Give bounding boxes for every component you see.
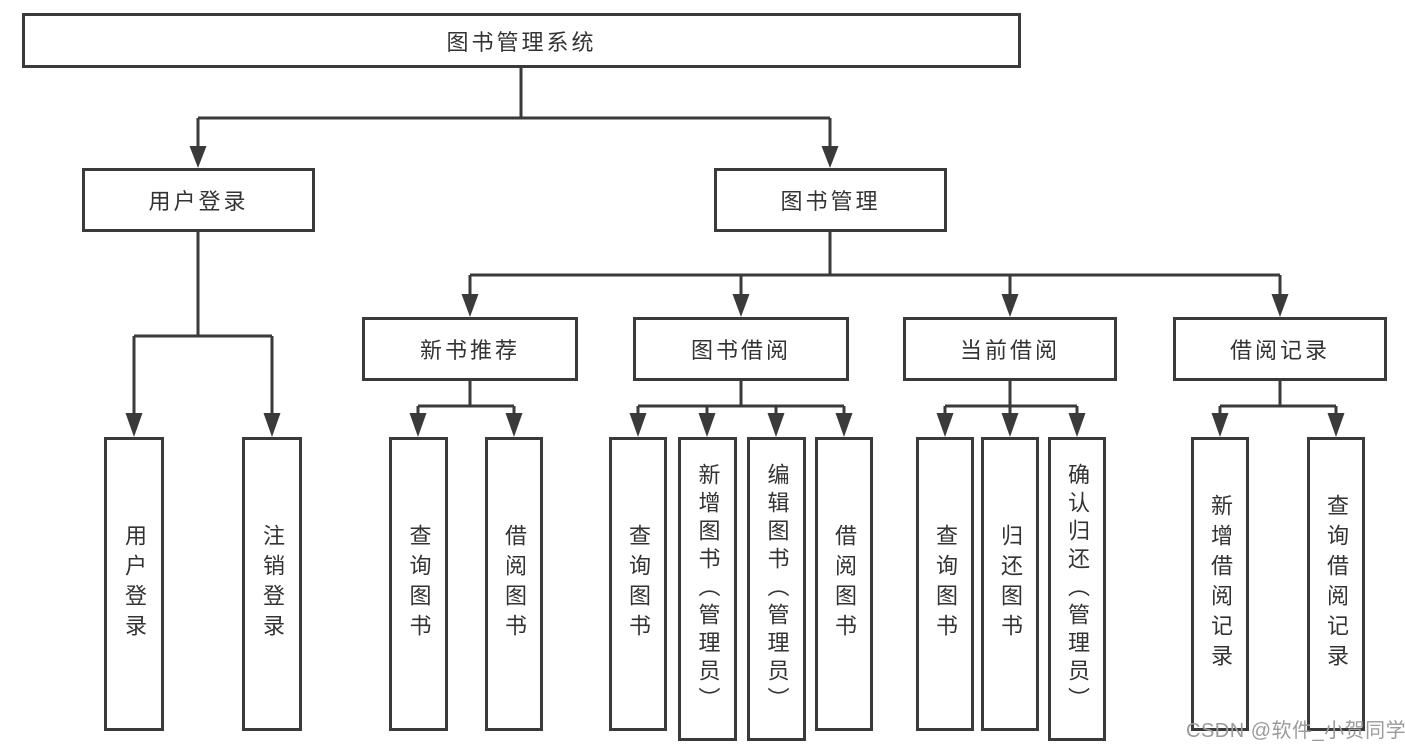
leaf-query-books: 查询图书 (389, 437, 448, 731)
node-label: 注销登录 (260, 524, 285, 644)
leaf-add-books-admin: 新增图书（管理员） (678, 437, 737, 741)
node-label: 图书借阅 (690, 338, 791, 363)
leaf-add-borrow-record: 新增借阅记录 (1191, 437, 1249, 731)
node-label: 查询图书 (406, 524, 432, 644)
node-system-root: 图书管理系统 (22, 13, 1021, 68)
leaf-user-login: 用户登录 (104, 437, 164, 731)
leaf-borrow-books: 借阅图书 (485, 437, 543, 731)
leaf-borrow-books: 借阅图书 (815, 437, 873, 731)
node-label: 新书推荐 (419, 338, 520, 363)
node-label: 图书管理 (780, 189, 881, 214)
leaf-edit-books-admin: 编辑图书（管理员） (747, 437, 806, 741)
node-new-book-recommend: 新书推荐 (362, 317, 578, 381)
leaf-logout: 注销登录 (242, 437, 302, 731)
node-label: 借阅图书 (502, 524, 527, 644)
node-borrowing-records: 借阅记录 (1173, 317, 1387, 381)
node-book-borrowing: 图书借阅 (633, 317, 849, 381)
node-book-management: 图书管理 (714, 168, 947, 232)
node-user-login: 用户登录 (82, 168, 315, 232)
node-label: 编辑图书（管理员） (764, 463, 790, 715)
leaf-query-books: 查询图书 (609, 437, 667, 731)
leaf-confirm-return-admin: 确认归还（管理员） (1048, 437, 1106, 741)
node-label: 新增借阅记录 (1208, 494, 1233, 674)
node-current-borrowing: 当前借阅 (903, 317, 1117, 381)
node-label: 确认归还（管理员） (1065, 463, 1090, 715)
node-label: 查询图书 (933, 524, 958, 644)
node-label: 查询图书 (626, 524, 651, 644)
node-label: 新增图书（管理员） (695, 463, 721, 715)
node-label: 借阅记录 (1229, 338, 1330, 363)
node-label: 图书管理系统 (446, 29, 597, 55)
node-label: 查询借阅记录 (1324, 494, 1349, 674)
node-label: 用户登录 (148, 189, 249, 214)
node-label: 用户登录 (122, 524, 147, 644)
node-label: 当前借阅 (959, 338, 1060, 363)
leaf-return-books: 归还图书 (981, 437, 1039, 731)
leaf-query-borrow-record: 查询借阅记录 (1307, 437, 1365, 731)
leaf-query-books: 查询图书 (916, 437, 974, 731)
csdn-watermark: CSDN @软件_小贺同学 (1186, 720, 1405, 742)
node-label: 借阅图书 (832, 524, 857, 644)
node-label: 归还图书 (998, 524, 1023, 644)
